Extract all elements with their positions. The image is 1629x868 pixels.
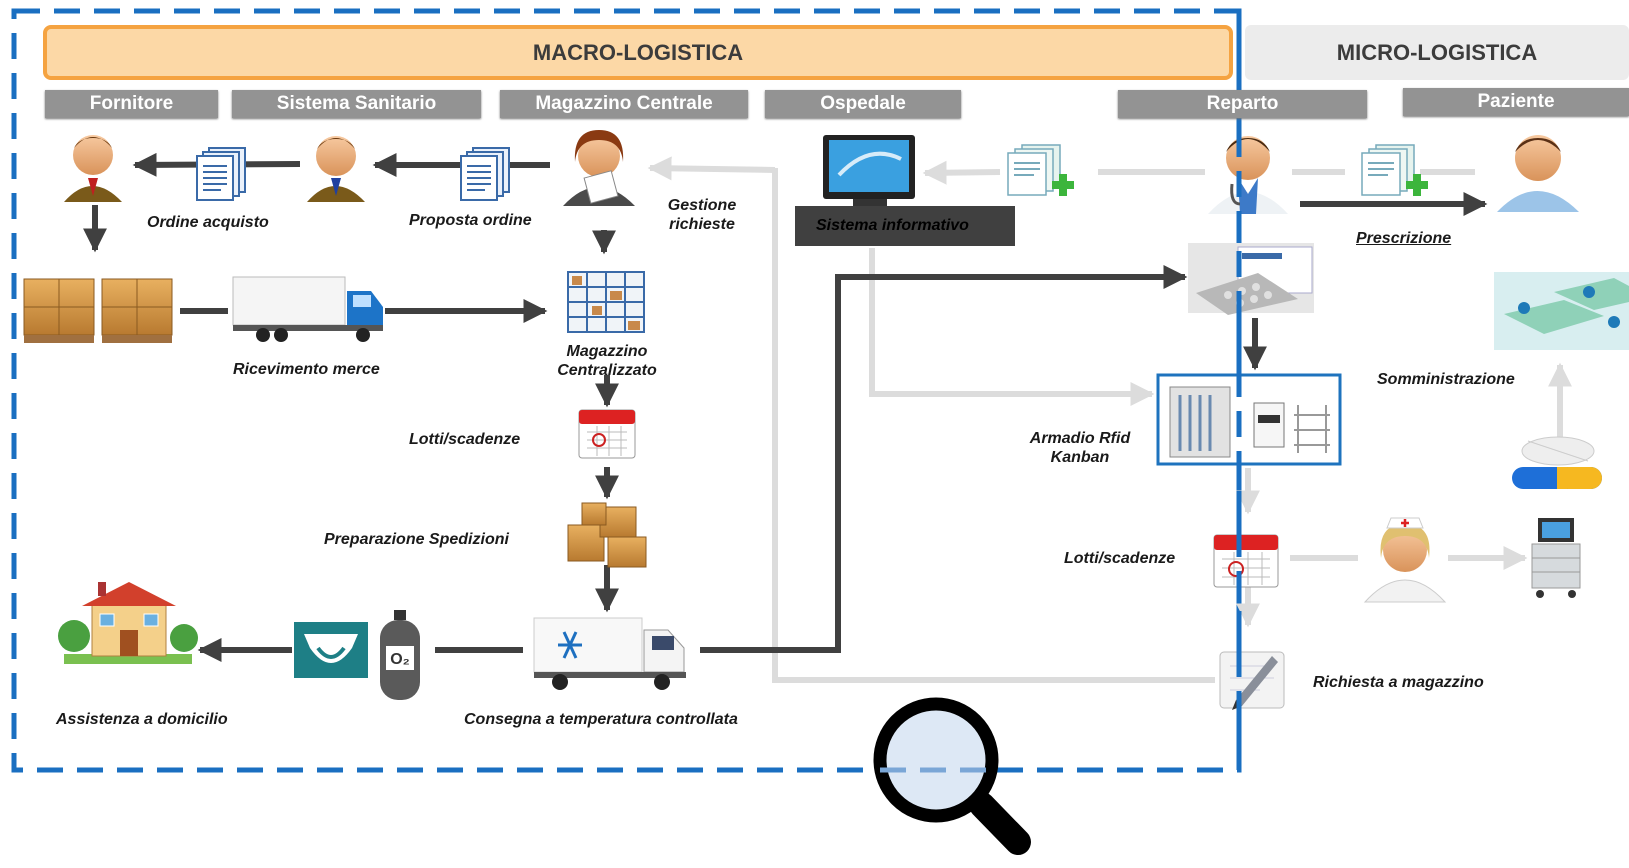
health-system-person-icon (307, 136, 365, 202)
sistema-informativo-label: Sistema informativo (816, 217, 969, 234)
warehouse-operator-icon (563, 130, 635, 206)
label-armadio-line1: Armadio Rfid (1029, 430, 1131, 447)
warehouse-shelves-icon (567, 271, 645, 333)
label-assistenza-domicilio: Assistenza a domicilio (56, 711, 228, 728)
prescription-document-icon (1007, 144, 1074, 196)
label-lotti-scadenze-reparto: Lotti/scadenze (1064, 550, 1176, 567)
pill-capsule-icon (1512, 436, 1602, 489)
refrigerated-truck-icon (533, 617, 686, 690)
patient-icon (1497, 135, 1579, 212)
label-ricevimento-merce: Ricevimento merce (233, 361, 380, 378)
pallet-boxes-icon (23, 278, 173, 343)
supplier-person-icon (64, 135, 122, 202)
medical-cart-icon (1531, 518, 1581, 598)
label-magazzino-centralizzato: Magazzino Centralizzato (548, 342, 666, 380)
magnifier-icon (873, 697, 1031, 855)
label-consegna-temperatura: Consegna a temperatura controllata (464, 711, 738, 728)
label-gestione-line1: Gestione (667, 197, 737, 214)
light-arrows (647, 156, 1572, 683)
label-richiesta-magazzino: Richiesta a magazzino (1313, 674, 1484, 691)
rfid-cabinet-icon (1156, 373, 1342, 466)
medicine-pack-icon (1188, 243, 1314, 315)
oxygen-tank-icon: O₂ (380, 610, 420, 700)
label-lotti-scadenze-central: Lotti/scadenze (409, 431, 521, 448)
label-prescrizione: Prescrizione (1356, 230, 1452, 247)
dark-arrows (83, 152, 1488, 662)
label-ordine-acquisto: Ordine acquisto (147, 214, 269, 231)
document-stack-icon (460, 147, 510, 201)
header-paziente: Paziente (1403, 88, 1629, 116)
notepad-pen-icon (1219, 651, 1285, 710)
diaper-icon (294, 622, 368, 678)
computer-icon (807, 135, 915, 215)
macro-logistica-banner: MACRO-LOGISTICA (43, 25, 1233, 80)
house-icon (58, 582, 198, 664)
label-gestione-richieste: Gestione richieste (660, 196, 744, 234)
prescription-document-icon (1361, 144, 1428, 196)
hospital-ward-icon (1494, 272, 1629, 350)
label-magazzino-line1: Magazzino (566, 343, 648, 360)
label-proposta-ordine: Proposta ordine (409, 212, 532, 229)
label-armadio-rfid-kanban: Armadio Rfid Kanban (1020, 429, 1140, 467)
truck-icon (232, 276, 383, 342)
doctor-icon (1208, 136, 1288, 214)
header-fornitore: Fornitore (45, 90, 218, 118)
micro-logistica-banner: MICRO-LOGISTICA (1245, 25, 1629, 80)
header-magazzino-centrale: Magazzino Centrale (500, 90, 748, 118)
label-armadio-line2: Kanban (1050, 449, 1110, 466)
document-stack-icon (196, 147, 246, 201)
sistema-informativo-box: Sistema informativo (795, 206, 1015, 246)
label-somministrazione: Somministrazione (1377, 371, 1515, 388)
label-magazzino-line2: Centralizzato (557, 362, 657, 379)
calendar-icon (578, 409, 636, 459)
label-preparazione-spedizioni: Preparazione Spedizioni (324, 531, 509, 548)
header-reparto: Reparto (1118, 90, 1367, 118)
nurse-icon (1363, 517, 1447, 603)
label-gestione-line2: richieste (669, 216, 735, 233)
oxygen-label: O₂ (390, 651, 410, 668)
calendar-icon (1213, 534, 1279, 588)
header-ospedale: Ospedale (765, 90, 961, 118)
boxes-icon (567, 502, 647, 568)
header-sistema-sanitario: Sistema Sanitario (232, 90, 481, 118)
